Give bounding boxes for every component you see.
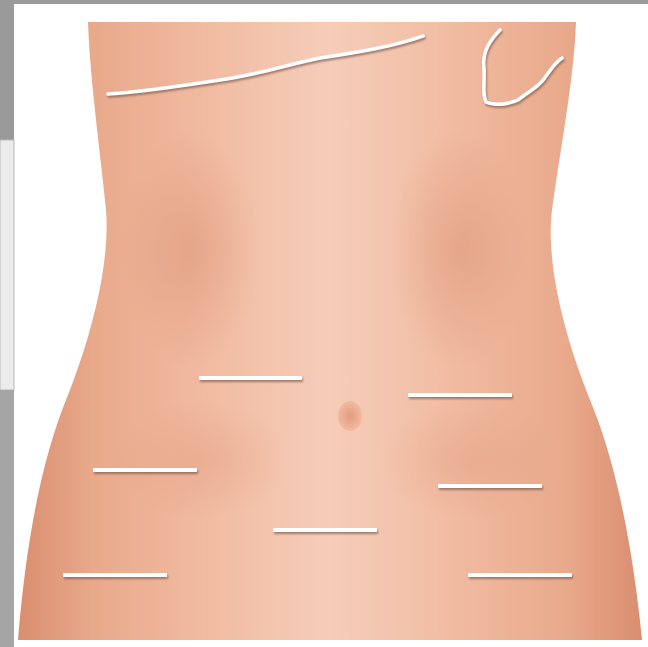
frame-left-upper	[0, 0, 14, 140]
frame-left-middle	[0, 140, 14, 390]
frame-top	[0, 0, 648, 4]
label-blank-3	[93, 468, 197, 472]
frame-left-lower	[0, 390, 14, 647]
label-blank-2	[408, 393, 512, 397]
label-blank-6	[63, 573, 167, 577]
label-blank-4	[438, 484, 542, 488]
shade-left-rectus	[120, 130, 260, 370]
shade-right-lower	[380, 400, 560, 520]
shade-right-rectus	[390, 130, 530, 370]
label-blank-5	[273, 528, 377, 532]
navel	[338, 401, 362, 431]
shade-left-lower	[110, 400, 290, 520]
label-blank-7	[468, 573, 572, 577]
torso	[18, 22, 642, 640]
label-blank-1	[199, 376, 302, 380]
